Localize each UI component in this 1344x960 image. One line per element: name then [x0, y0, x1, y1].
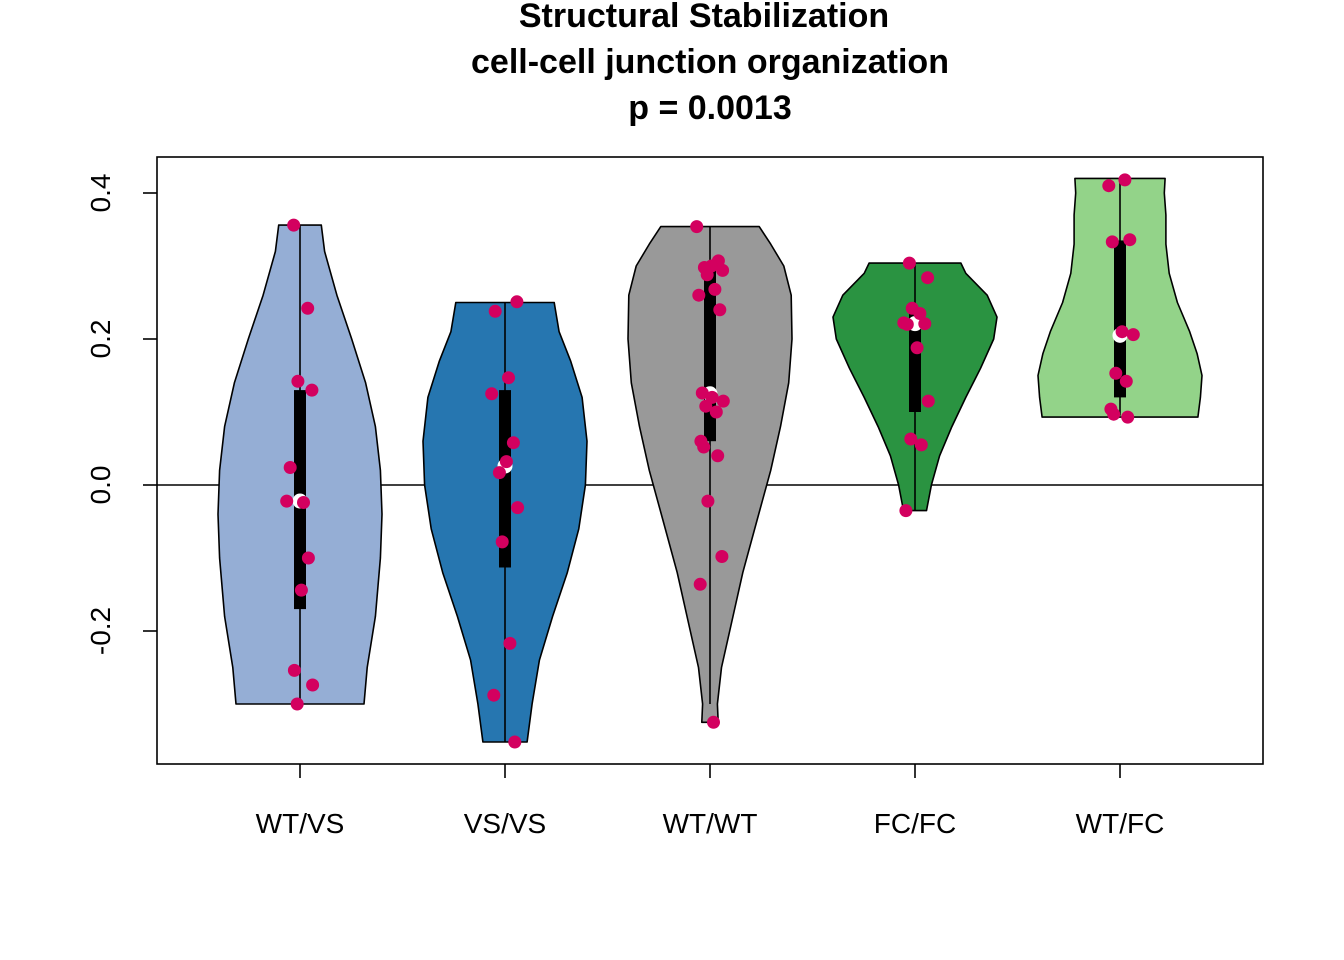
data-point	[297, 496, 310, 509]
data-point	[283, 461, 297, 474]
data-point	[1115, 325, 1129, 339]
data-point	[294, 583, 308, 597]
data-point	[700, 268, 714, 282]
data-point	[506, 436, 520, 450]
chart-title: Structural Stabilization cell-cell junct…	[471, 0, 949, 127]
violin-group-vs-vs	[422, 295, 588, 749]
data-point	[902, 256, 916, 270]
chart-title-line-2: cell-cell junction organization	[471, 43, 949, 81]
violin-iqr-box	[499, 390, 511, 568]
data-point	[492, 466, 506, 480]
y-axis-tick-label: 0.4	[85, 174, 116, 213]
violin-group-fc-fc	[832, 256, 998, 518]
data-point	[707, 715, 720, 729]
data-point	[306, 678, 320, 692]
chart-title-line-1: Structural Stabilization	[519, 0, 889, 35]
data-point	[287, 663, 301, 677]
data-point	[1107, 407, 1121, 421]
data-point	[709, 405, 723, 419]
data-point	[715, 550, 729, 563]
x-axis-tick-label: WT/FC	[1076, 808, 1165, 839]
chart-title-line-3: p = 0.0013	[628, 89, 792, 127]
data-point	[301, 551, 315, 565]
data-point	[487, 688, 501, 702]
data-point	[503, 636, 517, 650]
data-point	[914, 438, 928, 452]
x-axis-tick-label: WT/VS	[256, 808, 345, 839]
y-axis-tick-label: -0.2	[85, 607, 116, 655]
data-point	[1126, 328, 1140, 342]
data-point	[1105, 235, 1119, 249]
data-point	[1119, 374, 1133, 388]
data-point	[701, 494, 715, 508]
data-point	[1118, 173, 1132, 187]
data-point	[488, 304, 502, 318]
violin-iqr-box	[1114, 240, 1126, 398]
data-point	[291, 374, 305, 388]
plot-area	[157, 173, 1263, 749]
data-point	[900, 317, 914, 331]
data-point	[511, 501, 525, 515]
data-point	[305, 383, 319, 397]
y-axis-tick-label: 0.0	[85, 466, 116, 505]
data-point	[510, 295, 524, 309]
data-point	[1109, 366, 1123, 380]
data-point	[287, 218, 301, 232]
axes: -0.2 0.0 0.2 0.4WT/VS VS/VS WT/WT FC/FC WT/FC	[85, 156, 1264, 839]
data-point	[290, 697, 304, 711]
data-point	[921, 394, 935, 408]
data-point	[695, 386, 709, 400]
x-axis-tick-label: FC/FC	[874, 808, 956, 839]
data-point	[508, 735, 522, 749]
y-axis-tick-label: 0.2	[85, 320, 116, 359]
x-axis-tick-label: WT/WT	[663, 808, 758, 839]
data-point	[1121, 410, 1135, 424]
data-point	[918, 317, 932, 331]
data-point	[301, 301, 315, 315]
data-point	[913, 307, 927, 320]
data-point	[280, 494, 294, 508]
violin-iqr-box	[909, 312, 921, 412]
violin-group-wt-vs	[217, 218, 383, 711]
data-point	[692, 288, 706, 302]
data-point	[485, 387, 499, 401]
data-point	[495, 535, 509, 549]
data-point	[716, 394, 730, 408]
x-axis-tick-label: VS/VS	[464, 808, 546, 839]
data-point	[910, 341, 924, 355]
data-point	[904, 432, 918, 446]
data-point	[690, 220, 704, 234]
data-point	[697, 440, 711, 454]
violin-group-wt-wt	[627, 220, 793, 729]
data-point	[499, 455, 513, 469]
data-point	[713, 303, 727, 317]
data-point	[708, 282, 722, 296]
data-point	[921, 271, 935, 285]
data-point	[502, 371, 515, 385]
data-point	[1102, 179, 1116, 193]
data-point	[716, 263, 730, 277]
data-point	[699, 399, 713, 413]
data-point	[693, 577, 707, 591]
data-point	[711, 449, 725, 463]
violin-group-wt-fc	[1037, 173, 1203, 424]
data-point	[1123, 233, 1137, 247]
data-point	[899, 504, 913, 518]
